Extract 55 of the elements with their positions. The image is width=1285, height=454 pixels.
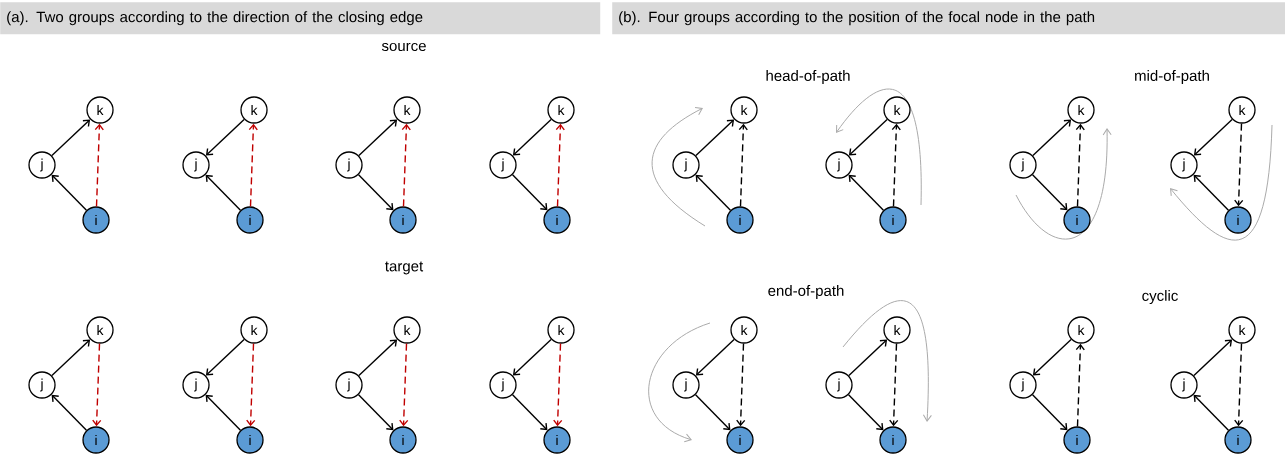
dashed-arrow bbox=[889, 342, 899, 427]
arrow bbox=[695, 119, 735, 157]
dashed-arrow bbox=[399, 342, 409, 427]
arrow bbox=[695, 174, 732, 211]
dashed-arrow bbox=[401, 123, 411, 208]
arrow bbox=[847, 394, 884, 431]
arrow bbox=[512, 338, 552, 376]
arrow bbox=[358, 339, 398, 377]
dashed-arrow bbox=[1234, 122, 1244, 207]
arrow bbox=[205, 118, 245, 156]
arrow bbox=[848, 339, 888, 377]
arrow bbox=[1193, 118, 1233, 156]
arrow bbox=[357, 174, 394, 211]
arrow bbox=[1193, 339, 1233, 377]
arrow bbox=[51, 174, 88, 211]
arrow bbox=[1031, 174, 1068, 211]
arrow bbox=[1193, 394, 1230, 431]
header-bar: (b). Four groups according to the position of the focal node in the path bbox=[612, 2, 1285, 35]
dashed-arrow bbox=[555, 123, 565, 208]
group-label: mid-of-path bbox=[1135, 70, 1209, 84]
arrow bbox=[1032, 119, 1072, 157]
arrow bbox=[848, 118, 888, 156]
dashed-arrow bbox=[736, 342, 746, 427]
group-label: cyclic bbox=[1142, 290, 1178, 304]
dashed-arrow bbox=[246, 342, 256, 427]
group-label: end-of-path bbox=[768, 285, 844, 299]
dashed-arrow bbox=[891, 123, 901, 208]
dashed-arrow bbox=[248, 123, 258, 208]
arrow bbox=[695, 338, 735, 376]
group-label: head-of-path bbox=[766, 70, 850, 84]
dashed-arrow bbox=[553, 342, 563, 427]
arrow bbox=[357, 394, 394, 431]
dashed-arrow bbox=[92, 342, 102, 427]
arrow bbox=[358, 119, 398, 157]
dashed-arrow bbox=[1075, 343, 1085, 428]
arrow bbox=[205, 174, 242, 211]
arrow bbox=[51, 394, 88, 431]
dashed-arrow bbox=[1075, 123, 1085, 208]
arrow bbox=[1032, 338, 1072, 376]
arrow bbox=[205, 394, 242, 431]
arrow bbox=[511, 174, 548, 211]
arrow bbox=[1193, 174, 1230, 211]
group-label: target bbox=[385, 261, 424, 275]
arrow bbox=[205, 338, 245, 376]
dashed-arrow bbox=[1234, 342, 1244, 427]
header-bar: (a). Two groups according to the direction of the closing edge bbox=[0, 2, 601, 35]
arrow bbox=[1031, 394, 1068, 431]
arrow bbox=[51, 119, 91, 157]
dashed-arrow bbox=[94, 123, 104, 208]
arrow bbox=[511, 394, 548, 431]
arrow bbox=[512, 118, 552, 156]
arrow bbox=[694, 394, 731, 431]
arrow bbox=[51, 339, 91, 377]
arrow bbox=[848, 174, 885, 211]
dashed-arrow bbox=[738, 123, 748, 208]
